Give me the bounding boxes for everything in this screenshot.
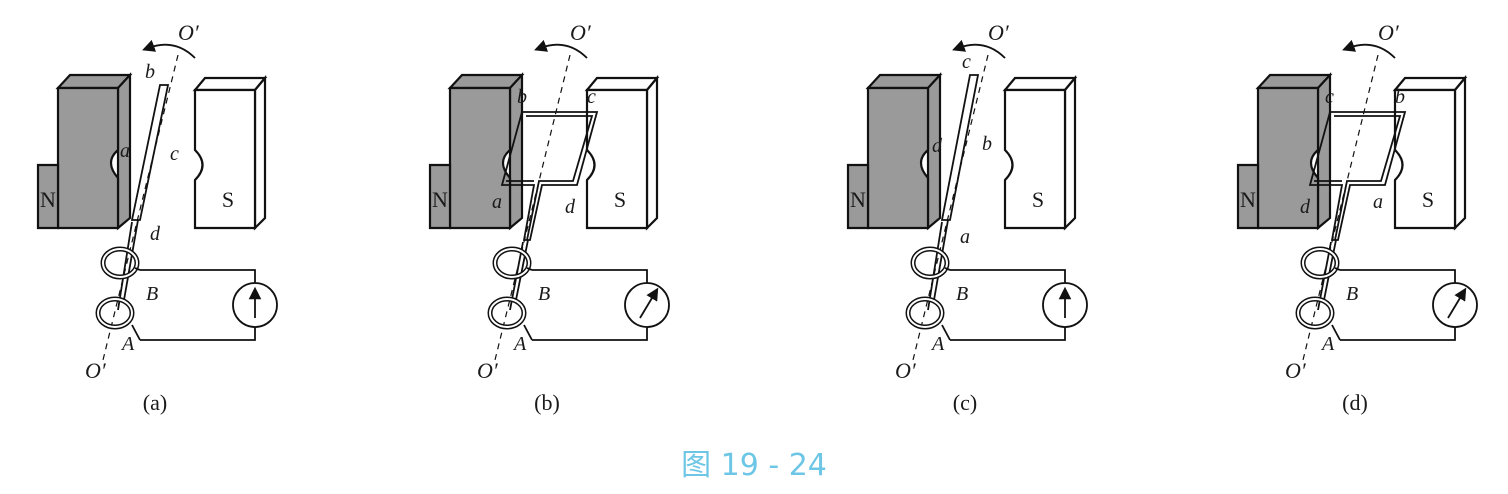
coil-loop (130, 84, 170, 221)
coil-loop-inner (506, 115, 594, 241)
south-label: S (222, 187, 234, 212)
ring-label-a: A (512, 333, 527, 355)
rotation-arrow (952, 39, 1006, 59)
ring-label-b: B (146, 283, 158, 305)
ring-label-a: A (930, 333, 945, 355)
ring-label-b: B (538, 283, 550, 305)
ring-label-b: B (1346, 283, 1358, 305)
north-magnet: N (36, 72, 133, 231)
coil-corner-b: b (1395, 86, 1405, 108)
slip-ring-b (910, 246, 950, 280)
slip-ring-a (487, 296, 527, 330)
figure-caption: 图 19 - 24 (681, 448, 827, 483)
rotation-arrow (1342, 39, 1396, 59)
axis-bottom-label: O′ (1285, 358, 1307, 383)
coil-loop (940, 74, 980, 221)
coil-loop-inner (1314, 115, 1402, 241)
panel-caption: (a) (143, 390, 167, 415)
north-label: N (850, 187, 866, 212)
north-label: N (1240, 187, 1256, 212)
panel-caption: (d) (1342, 390, 1368, 415)
axis-bottom-label: O′ (895, 358, 917, 383)
galvanometer (1042, 282, 1088, 328)
rotation-arrow (142, 39, 196, 59)
ring-label-a: A (1320, 333, 1335, 355)
coil-corner-d: d (1300, 196, 1311, 218)
slip-ring-b (100, 246, 140, 280)
panel-caption: (b) (534, 390, 560, 415)
rotation-axis (102, 54, 179, 361)
slip-ring-a (905, 296, 945, 330)
galvanometer (1432, 282, 1478, 328)
south-magnet: S (192, 74, 268, 231)
coil-corner-a: a (492, 191, 502, 213)
panel-b: N S O′ b c a d B A (428, 20, 670, 415)
panel-c: N S O′ c d b a B A O′ (c) (846, 20, 1088, 415)
north-magnet: N (428, 72, 525, 231)
ring-label-a: A (120, 333, 135, 355)
axis-top-label: O′ (178, 20, 200, 45)
coil-loop (1308, 111, 1407, 241)
coil-corner-b: b (517, 86, 527, 108)
coil-corner-d: d (565, 196, 576, 218)
coil-corner-c: c (587, 86, 596, 108)
slip-ring-b (1300, 246, 1340, 280)
rotation-axis (1302, 54, 1379, 361)
south-label: S (1032, 187, 1044, 212)
panel-caption: (c) (953, 390, 977, 415)
galvanometer (624, 282, 670, 328)
axis-bottom-label: O′ (477, 358, 499, 383)
coil-corner-c: c (1325, 86, 1334, 108)
south-magnet: S (1392, 74, 1468, 231)
galvanometer (232, 282, 278, 328)
coil-leads (117, 219, 139, 311)
coil-loop (500, 111, 599, 241)
slip-ring-b (492, 246, 532, 280)
coil-corner-d: d (932, 135, 943, 157)
north-label: N (40, 187, 56, 212)
north-label: N (432, 187, 448, 212)
south-label: S (614, 187, 626, 212)
coil-corner-a: a (960, 226, 970, 248)
coil-corner-c: c (170, 143, 179, 165)
panel-a: N S O′ b a c d B A (36, 20, 278, 415)
coil-corner-a: a (120, 140, 130, 162)
north-magnet: N (1236, 72, 1333, 231)
rotation-arrow (534, 39, 588, 59)
panel-d: N S O′ c b d a B A O′ (1236, 20, 1478, 415)
coil-leads (927, 219, 949, 311)
axis-bottom-label: O′ (85, 358, 107, 383)
coil-corner-d: d (150, 223, 161, 245)
coil-corner-c: c (962, 51, 971, 73)
south-label: S (1422, 187, 1434, 212)
coil-corner-a: a (1373, 191, 1383, 213)
south-magnet: S (584, 74, 660, 231)
axis-top-label: O′ (988, 20, 1010, 45)
coil-corner-b: b (145, 61, 155, 83)
coil-corner-b: b (982, 133, 992, 155)
axis-top-label: O′ (570, 20, 592, 45)
axis-top-label: O′ (1378, 20, 1400, 45)
rotation-axis (494, 54, 571, 361)
ring-label-b: B (956, 283, 968, 305)
rotation-axis (912, 54, 989, 361)
north-magnet: N (846, 72, 943, 231)
slip-ring-a (95, 296, 135, 330)
slip-ring-a (1295, 296, 1335, 330)
south-magnet: S (1002, 74, 1078, 231)
